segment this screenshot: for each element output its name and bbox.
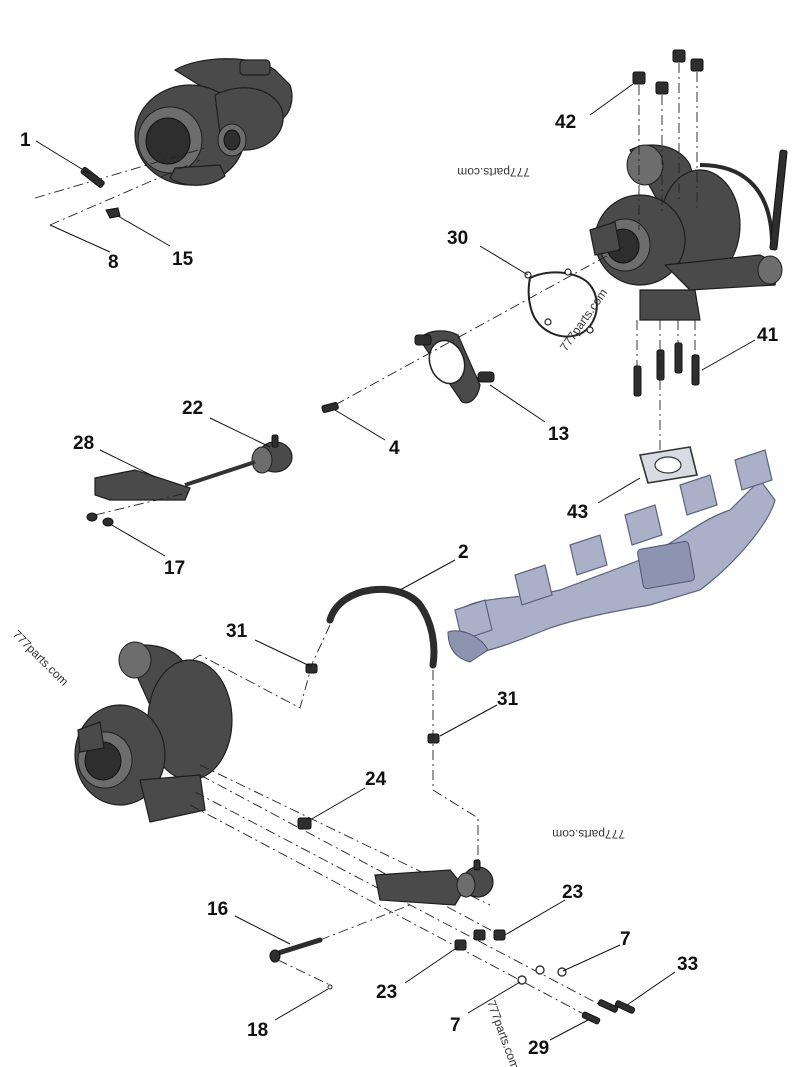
turbocharger-bottom-left — [74, 641, 233, 823]
watermark-text: 777parts.com — [557, 286, 610, 354]
callout-13: 13 — [548, 424, 569, 445]
callout-43: 43 — [567, 502, 588, 523]
part-17-nuts — [86, 512, 114, 527]
part-2-oil-drain-line — [326, 585, 438, 669]
watermark-text: 777parts.com — [457, 165, 530, 179]
part-23-nuts — [454, 929, 506, 951]
callout-31-upper: 31 — [226, 621, 248, 642]
callout-4: 4 — [389, 438, 400, 459]
callout-29: 29 — [528, 1038, 549, 1059]
callout-41: 41 — [757, 325, 779, 346]
callout-7-lower: 7 — [450, 1015, 461, 1036]
part-7-washers — [517, 965, 567, 985]
callout-16: 16 — [207, 899, 228, 920]
callout-15: 15 — [172, 249, 194, 270]
part-24-spacer — [297, 817, 312, 830]
part-33-bolts — [597, 999, 636, 1014]
turbocharger-top-right — [589, 144, 788, 321]
watermark-text: 777parts.com — [10, 627, 71, 688]
part-30-gasket — [524, 268, 598, 338]
callout-2: 2 — [458, 542, 469, 563]
callout-17: 17 — [164, 558, 185, 579]
watermark-text: 777parts.com — [552, 827, 625, 841]
callout-24: 24 — [365, 769, 387, 790]
part-18-clip — [327, 984, 333, 990]
part-4-bolt — [321, 401, 339, 413]
callout-23-lower: 23 — [376, 982, 397, 1003]
callout-30: 30 — [447, 228, 468, 249]
callout-8: 8 — [108, 252, 119, 273]
callout-22: 22 — [182, 398, 203, 419]
callout-7-upper: 7 — [620, 929, 631, 950]
turbocharger-top-left — [134, 58, 293, 186]
part-41-studs — [633, 342, 700, 397]
exhaust-manifold — [447, 449, 776, 663]
part-29-bolt — [581, 1011, 601, 1025]
part-16-rod — [269, 937, 323, 963]
part-31-fittings — [305, 663, 440, 744]
callout-33: 33 — [677, 954, 698, 975]
bottom-actuator — [374, 859, 494, 906]
callout-18: 18 — [247, 1020, 268, 1041]
callout-42: 42 — [555, 112, 576, 133]
callout-1: 1 — [20, 130, 31, 151]
part-43-gasket — [638, 446, 698, 484]
part-13-v-clamp — [414, 330, 495, 404]
callout-23-upper: 23 — [562, 882, 583, 903]
part-15-clip — [105, 207, 121, 219]
watermark-text: 777parts.com — [484, 998, 522, 1067]
callout-28: 28 — [73, 433, 94, 454]
part-42-nuts — [632, 49, 704, 95]
callout-31-lower: 31 — [497, 689, 519, 710]
part-28-bracket — [94, 469, 191, 501]
part-22-wastegate-actuator — [184, 434, 293, 487]
